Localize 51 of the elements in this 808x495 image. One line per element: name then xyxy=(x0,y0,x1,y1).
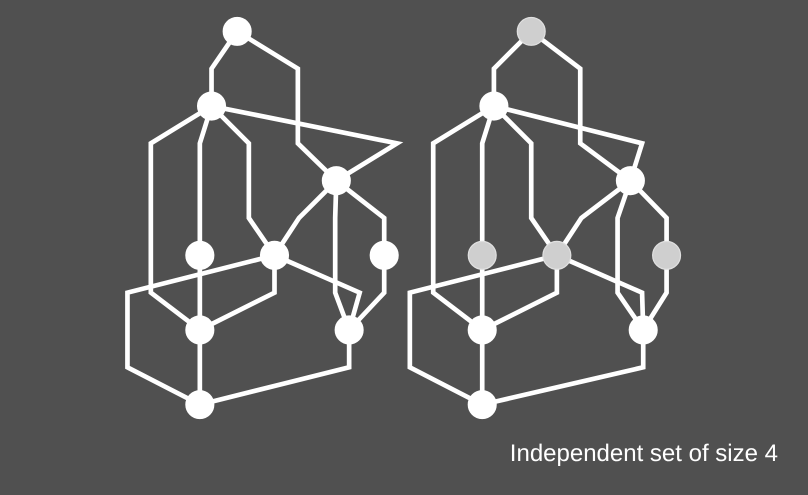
connector xyxy=(615,193,638,320)
node-circle xyxy=(616,166,645,196)
connector xyxy=(502,114,551,246)
connector xyxy=(280,188,328,245)
connector xyxy=(480,269,485,316)
node-circle xyxy=(185,315,214,345)
connector xyxy=(286,258,362,318)
connector xyxy=(220,114,269,246)
node-circle xyxy=(652,240,682,270)
node-circle xyxy=(516,16,546,46)
connector xyxy=(568,258,646,316)
node-circle xyxy=(222,16,252,46)
connector xyxy=(480,344,485,391)
connector xyxy=(148,111,201,324)
connector xyxy=(346,187,387,242)
connector xyxy=(198,344,202,391)
node-circle xyxy=(196,91,226,121)
connector xyxy=(198,118,210,242)
node-circle xyxy=(185,240,214,270)
connector xyxy=(125,256,262,400)
connector xyxy=(648,269,669,320)
connector xyxy=(638,189,669,242)
connector xyxy=(540,38,621,174)
connector xyxy=(198,269,202,316)
connector xyxy=(248,36,328,173)
node-circle xyxy=(322,166,351,196)
node-circle xyxy=(468,315,497,345)
connector xyxy=(506,107,646,168)
connector xyxy=(430,111,484,324)
connector xyxy=(357,269,387,322)
connector xyxy=(212,344,352,404)
node-circle xyxy=(468,390,497,420)
connector xyxy=(224,106,404,176)
caption-text: Independent set of size 4 xyxy=(510,440,778,467)
connector xyxy=(332,194,346,318)
node-circle xyxy=(185,390,214,420)
node-circle xyxy=(468,240,497,270)
connector xyxy=(209,42,232,92)
node-circle xyxy=(334,315,364,345)
connector xyxy=(408,256,544,400)
connector xyxy=(211,269,277,326)
node-circle xyxy=(628,315,658,345)
node-circle xyxy=(542,240,572,270)
connector xyxy=(492,40,524,92)
connector xyxy=(562,187,621,245)
node-circle xyxy=(370,240,399,270)
connector xyxy=(494,269,560,326)
connector xyxy=(480,118,492,242)
node-circle xyxy=(260,240,290,270)
connector xyxy=(495,344,646,404)
node-circle xyxy=(479,91,508,121)
